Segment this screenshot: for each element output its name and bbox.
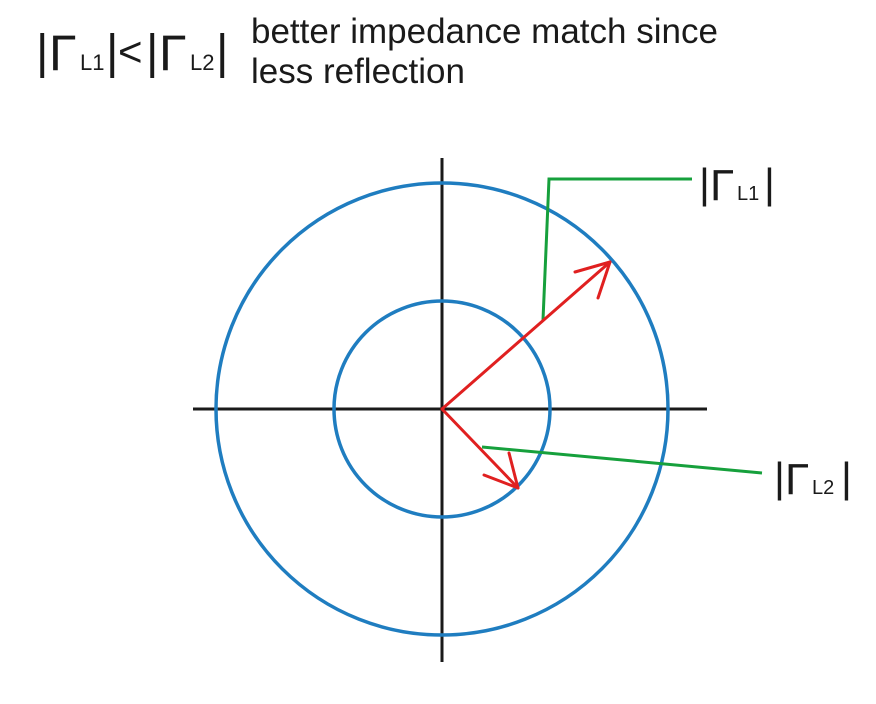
subscript-label: L1: [80, 50, 104, 75]
gamma-symbol: Γ: [710, 161, 734, 210]
gamma-l1-arrowhead: [573, 260, 612, 300]
gamma-symbol: Γ: [159, 25, 187, 81]
abs-bar: |: [106, 26, 118, 79]
subscript-label: L2: [812, 477, 834, 499]
gamma-l2-arrowhead: [482, 451, 520, 490]
abs-bar: |: [774, 454, 785, 501]
gamma-symbol: Γ: [49, 25, 77, 81]
abs-bar: |: [216, 26, 228, 79]
caption-line-1: better impedance match since: [251, 12, 718, 51]
leader-line-l1: [541, 177, 692, 321]
subscript-label: L1: [737, 183, 759, 205]
inequality-expression: | Γ L1 | < | Γ L2 |: [36, 25, 228, 81]
gamma-l1-vector: [440, 260, 612, 411]
leader-line-l2: [481, 445, 763, 475]
abs-bar: |: [146, 26, 158, 79]
gamma-symbol: Γ: [785, 455, 809, 504]
abs-bar: |: [699, 160, 710, 207]
abs-bar: |: [36, 26, 48, 79]
caption-line-2: less reflection: [251, 52, 465, 91]
abs-bar: |: [764, 160, 775, 207]
subscript-label: L2: [190, 50, 214, 75]
outer-circle: [214, 181, 670, 637]
gamma-l2-vector: [440, 407, 520, 490]
inner-circle: [332, 299, 552, 519]
label-gamma-l2: | Γ L2 |: [774, 454, 852, 504]
label-gamma-l1: | Γ L1 |: [699, 160, 775, 210]
less-than-operator: <: [118, 28, 143, 75]
abs-bar: |: [841, 454, 852, 501]
